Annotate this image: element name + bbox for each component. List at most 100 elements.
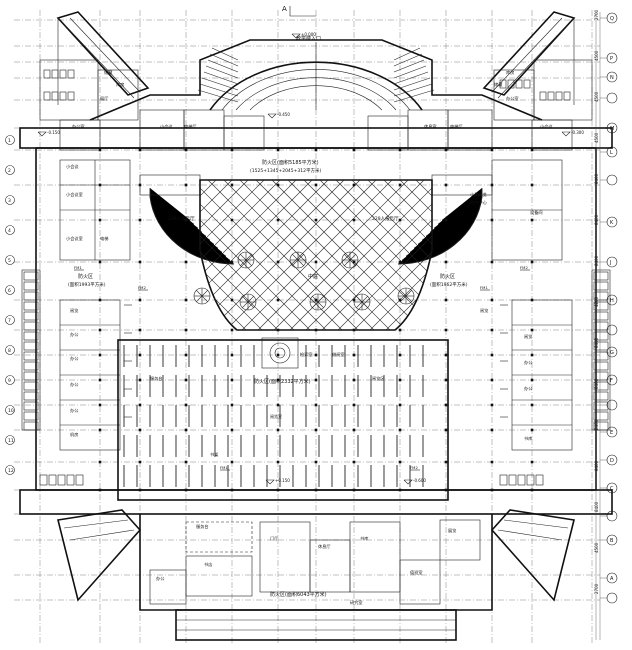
room-label: 办公 <box>524 359 533 366</box>
column <box>398 428 402 432</box>
column <box>352 298 356 302</box>
lecture-hall-right-label: 229人报告厅 <box>372 215 399 222</box>
lecture-halls <box>139 174 493 265</box>
tree-spoke <box>349 254 356 261</box>
column <box>184 460 188 464</box>
stall <box>23 361 39 371</box>
tree-spoke <box>405 290 412 297</box>
column <box>352 148 356 152</box>
column <box>314 378 318 382</box>
axis-bubble <box>5 465 15 475</box>
axis-bubble <box>5 285 15 295</box>
column <box>352 353 356 357</box>
stall <box>23 291 39 301</box>
fire-zone-right-detail: (面积1962平方米) <box>430 281 468 288</box>
reading-room: 阅览室 <box>117 339 449 501</box>
stall <box>593 311 609 321</box>
atrium-grid-line <box>383 180 432 330</box>
atrium-grid-line <box>200 180 313 330</box>
column <box>530 378 534 382</box>
fan-step <box>197 89 239 103</box>
tree-spoke <box>242 296 249 303</box>
column <box>490 298 494 302</box>
atrium-label: 中庭 <box>308 273 318 280</box>
axis-bubble <box>5 405 15 415</box>
column <box>530 488 534 492</box>
room-label: 展厅 <box>100 96 108 102</box>
room-label: 电梯 <box>100 235 108 242</box>
column <box>314 260 318 264</box>
room-label: 书库 <box>360 535 368 542</box>
dimension-number: 8400 <box>594 214 599 225</box>
column <box>276 488 280 492</box>
stall <box>23 301 39 311</box>
room-label: 阅览 <box>524 333 532 340</box>
column <box>230 260 234 264</box>
atrium-grid-line <box>367 180 432 330</box>
room-label: 办公室 <box>506 95 519 102</box>
column <box>530 183 534 187</box>
column <box>184 148 188 152</box>
column <box>444 428 448 432</box>
atrium-grid-line <box>399 180 432 330</box>
tree-spoke <box>312 301 319 308</box>
axis-number-label: 1 <box>8 138 11 144</box>
tree-spoke <box>292 259 299 266</box>
stall <box>593 381 609 391</box>
tree-spoke <box>405 295 412 302</box>
room-label: 书架 <box>210 451 218 458</box>
axis-letter-label: K <box>610 220 614 226</box>
column <box>314 218 318 222</box>
room-label: 休息室 <box>424 123 437 130</box>
atrium-grid-line <box>200 180 305 330</box>
fire-door-label: FM2 <box>520 265 528 270</box>
dimension-number: 2700 <box>594 583 599 594</box>
axis-letter-label: J <box>609 260 611 266</box>
column <box>184 328 188 332</box>
axis-letter-label: N <box>610 75 614 81</box>
elevation-label: ±0.000 <box>301 32 316 37</box>
dimension-number: 8400 <box>594 419 599 430</box>
fire-door-label: FM1 <box>74 265 82 270</box>
atrium-grid-line <box>327 180 432 330</box>
fan-step <box>393 83 433 97</box>
stall <box>593 321 609 331</box>
column <box>490 183 494 187</box>
column <box>444 183 448 187</box>
fire-door-label: FM2 <box>410 465 418 470</box>
column <box>490 403 494 407</box>
column <box>276 378 280 382</box>
column <box>314 148 318 152</box>
stall <box>23 391 39 401</box>
column <box>184 260 188 264</box>
top-room-blocks <box>39 59 593 151</box>
atrium-grid-line <box>239 180 401 330</box>
axis-number-label: 4 <box>8 228 11 234</box>
atrium-grid-line <box>247 180 409 330</box>
axis-letter-label: A <box>610 576 614 582</box>
fan-step <box>393 71 429 85</box>
fan-step <box>393 47 421 61</box>
reading-label: 阅览室 <box>270 413 282 419</box>
atrium-grid-line <box>311 180 432 330</box>
tree-spoke <box>245 254 252 261</box>
right-dimension-chain: 2700450045004500840084008400420084008400… <box>594 9 601 640</box>
atrium-grid-line <box>200 180 297 330</box>
fire-zone-left: 防火区 <box>78 273 93 280</box>
column <box>530 428 534 432</box>
column <box>138 460 142 464</box>
dimension-number: 8400 <box>594 460 599 471</box>
column <box>138 148 142 152</box>
tree-spoke <box>247 301 254 308</box>
column <box>398 353 402 357</box>
room-label: 服务台 <box>196 523 209 530</box>
column <box>276 298 280 302</box>
column <box>444 328 448 332</box>
room-label: 休息厅 <box>318 543 331 550</box>
column <box>276 183 280 187</box>
axis-bubble <box>606 256 618 268</box>
fire-zone-center-detail: (1525+1345+2045+312平方米) <box>250 167 322 174</box>
tree-spoke <box>196 295 203 302</box>
column <box>138 298 142 302</box>
column <box>314 403 318 407</box>
